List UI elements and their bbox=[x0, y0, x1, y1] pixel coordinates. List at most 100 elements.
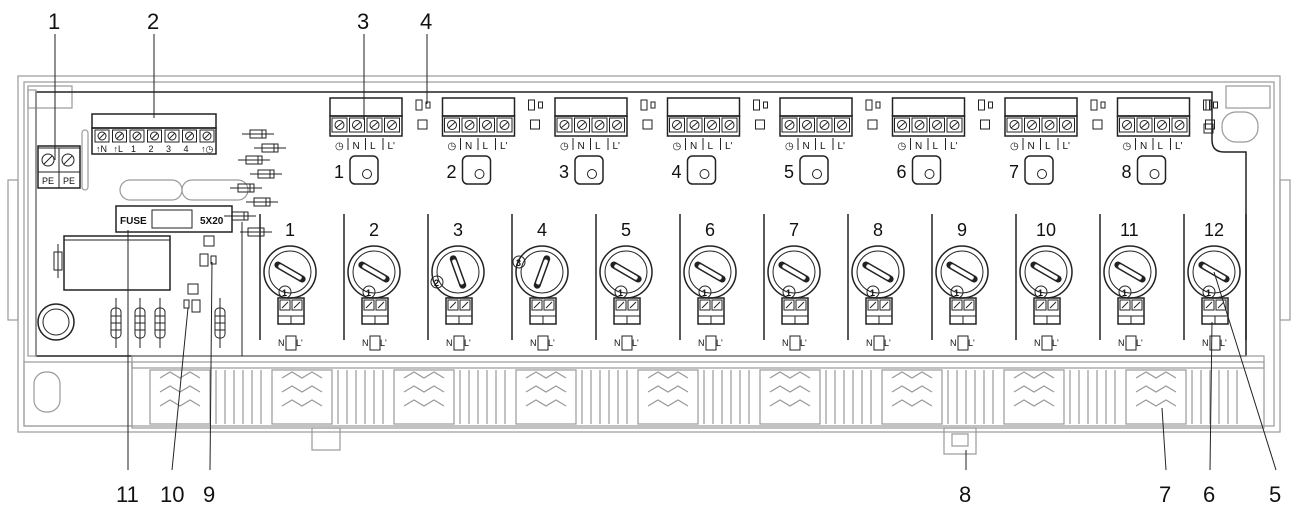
bottom-tab bbox=[311, 427, 977, 455]
actuator-pin-l: L' bbox=[884, 338, 891, 348]
zone-pin-label: L bbox=[483, 141, 489, 152]
zone-pin-label: N bbox=[1028, 141, 1035, 152]
control-screw bbox=[129, 129, 145, 143]
actuator-pin-n: N bbox=[1118, 338, 1125, 348]
callout-9: 9 bbox=[203, 482, 215, 507]
zone-pin-label: L bbox=[1158, 141, 1164, 152]
actuator-pin-l: L' bbox=[296, 338, 303, 348]
channel-number: 10 bbox=[1036, 220, 1056, 240]
control-screw-head bbox=[167, 131, 177, 141]
zone-screw bbox=[1154, 117, 1170, 133]
channel-number: 11 bbox=[1120, 220, 1139, 240]
actuator-pin-l: L' bbox=[716, 338, 723, 348]
control-pin-label: ↑N bbox=[96, 144, 107, 154]
zone-number: 1 bbox=[334, 162, 344, 182]
callout-8: 8 bbox=[959, 482, 971, 507]
control-screw bbox=[164, 129, 180, 143]
fuse-label: FUSE bbox=[120, 216, 147, 227]
dial-setting: 1 bbox=[1122, 288, 1127, 298]
zone-screw bbox=[461, 117, 478, 133]
zone-screw bbox=[781, 117, 798, 133]
diode bbox=[261, 143, 279, 153]
actuator-pin-n: N bbox=[362, 338, 369, 348]
zone-screw bbox=[479, 117, 495, 133]
callout-11: 11 bbox=[116, 482, 139, 507]
zone-led bbox=[911, 155, 942, 185]
actuator-pin-n: N bbox=[530, 338, 537, 348]
actuator-pin-n: N bbox=[866, 338, 873, 348]
callout-1: 1 bbox=[48, 9, 60, 34]
channel-number: 9 bbox=[957, 220, 967, 240]
diode bbox=[237, 183, 255, 193]
zone-screw bbox=[1171, 117, 1188, 133]
zone-pin-label: L bbox=[820, 141, 826, 152]
leader-lines bbox=[54, 34, 1277, 471]
control-screw-head bbox=[185, 131, 194, 141]
zone-pin-label: ◷ bbox=[560, 141, 569, 152]
control-screw-head bbox=[115, 131, 124, 141]
zone-pin-label: ◷ bbox=[898, 141, 907, 152]
channel-number: 2 bbox=[369, 220, 379, 240]
zone-number: 7 bbox=[1009, 162, 1019, 182]
zone-screw bbox=[929, 117, 945, 133]
zone-screw bbox=[1119, 117, 1135, 133]
diode bbox=[231, 211, 249, 221]
zone-pin-label: ◷ bbox=[448, 141, 457, 152]
zone-number: 8 bbox=[1122, 162, 1132, 182]
control-pin-label: 1 bbox=[131, 144, 136, 154]
zone-pin-label: L' bbox=[1175, 141, 1183, 152]
zone-status-led bbox=[1090, 99, 1098, 111]
dial-setting: 1 bbox=[786, 288, 791, 298]
zone-led bbox=[1136, 155, 1167, 185]
zone-pin-label: ◷ bbox=[785, 141, 794, 152]
zone-led bbox=[349, 155, 379, 185]
control-screw bbox=[182, 129, 197, 143]
zone-pin-label: L bbox=[370, 141, 376, 152]
zone-screw bbox=[704, 117, 720, 133]
zone-pin-label: ◷ bbox=[673, 141, 682, 152]
actuator-pin-n: N bbox=[446, 338, 453, 348]
zone-screw bbox=[331, 117, 348, 133]
zone-screw bbox=[591, 117, 608, 133]
zone-status-led bbox=[865, 99, 873, 111]
zone-pin-label: N bbox=[353, 141, 360, 152]
channel-number: 4 bbox=[537, 220, 547, 240]
callout-6: 6 bbox=[1203, 482, 1215, 507]
zone-screw bbox=[444, 117, 460, 133]
zone-pin-label: N bbox=[1140, 141, 1147, 152]
control-screw-head bbox=[97, 131, 107, 141]
cable-clamp-strip bbox=[131, 355, 1265, 429]
zone-led bbox=[574, 155, 604, 185]
zone-screw bbox=[1136, 117, 1153, 133]
zone-screw bbox=[834, 117, 850, 133]
actuator-pin-n: N bbox=[1034, 338, 1041, 348]
zone-screw bbox=[946, 117, 963, 133]
zone-led bbox=[1024, 155, 1054, 185]
actuator-pin-l: L' bbox=[800, 338, 807, 348]
zone-status-led bbox=[415, 99, 423, 111]
zone-screw bbox=[609, 117, 625, 133]
control-pin-label: 2 bbox=[149, 144, 154, 154]
control-screw bbox=[112, 129, 127, 143]
control-screw-head bbox=[202, 131, 212, 141]
zone-pin-label: N bbox=[690, 141, 697, 152]
callout-5: 5 bbox=[1269, 482, 1281, 507]
zone-screw bbox=[1006, 117, 1023, 133]
control-pin-label: 4 bbox=[184, 144, 189, 154]
dial-setting: 1 bbox=[1206, 288, 1211, 298]
actuator-pin-l: L' bbox=[1220, 338, 1227, 348]
actuator-pin-n: N bbox=[614, 338, 621, 348]
zone-screw bbox=[1024, 117, 1040, 133]
